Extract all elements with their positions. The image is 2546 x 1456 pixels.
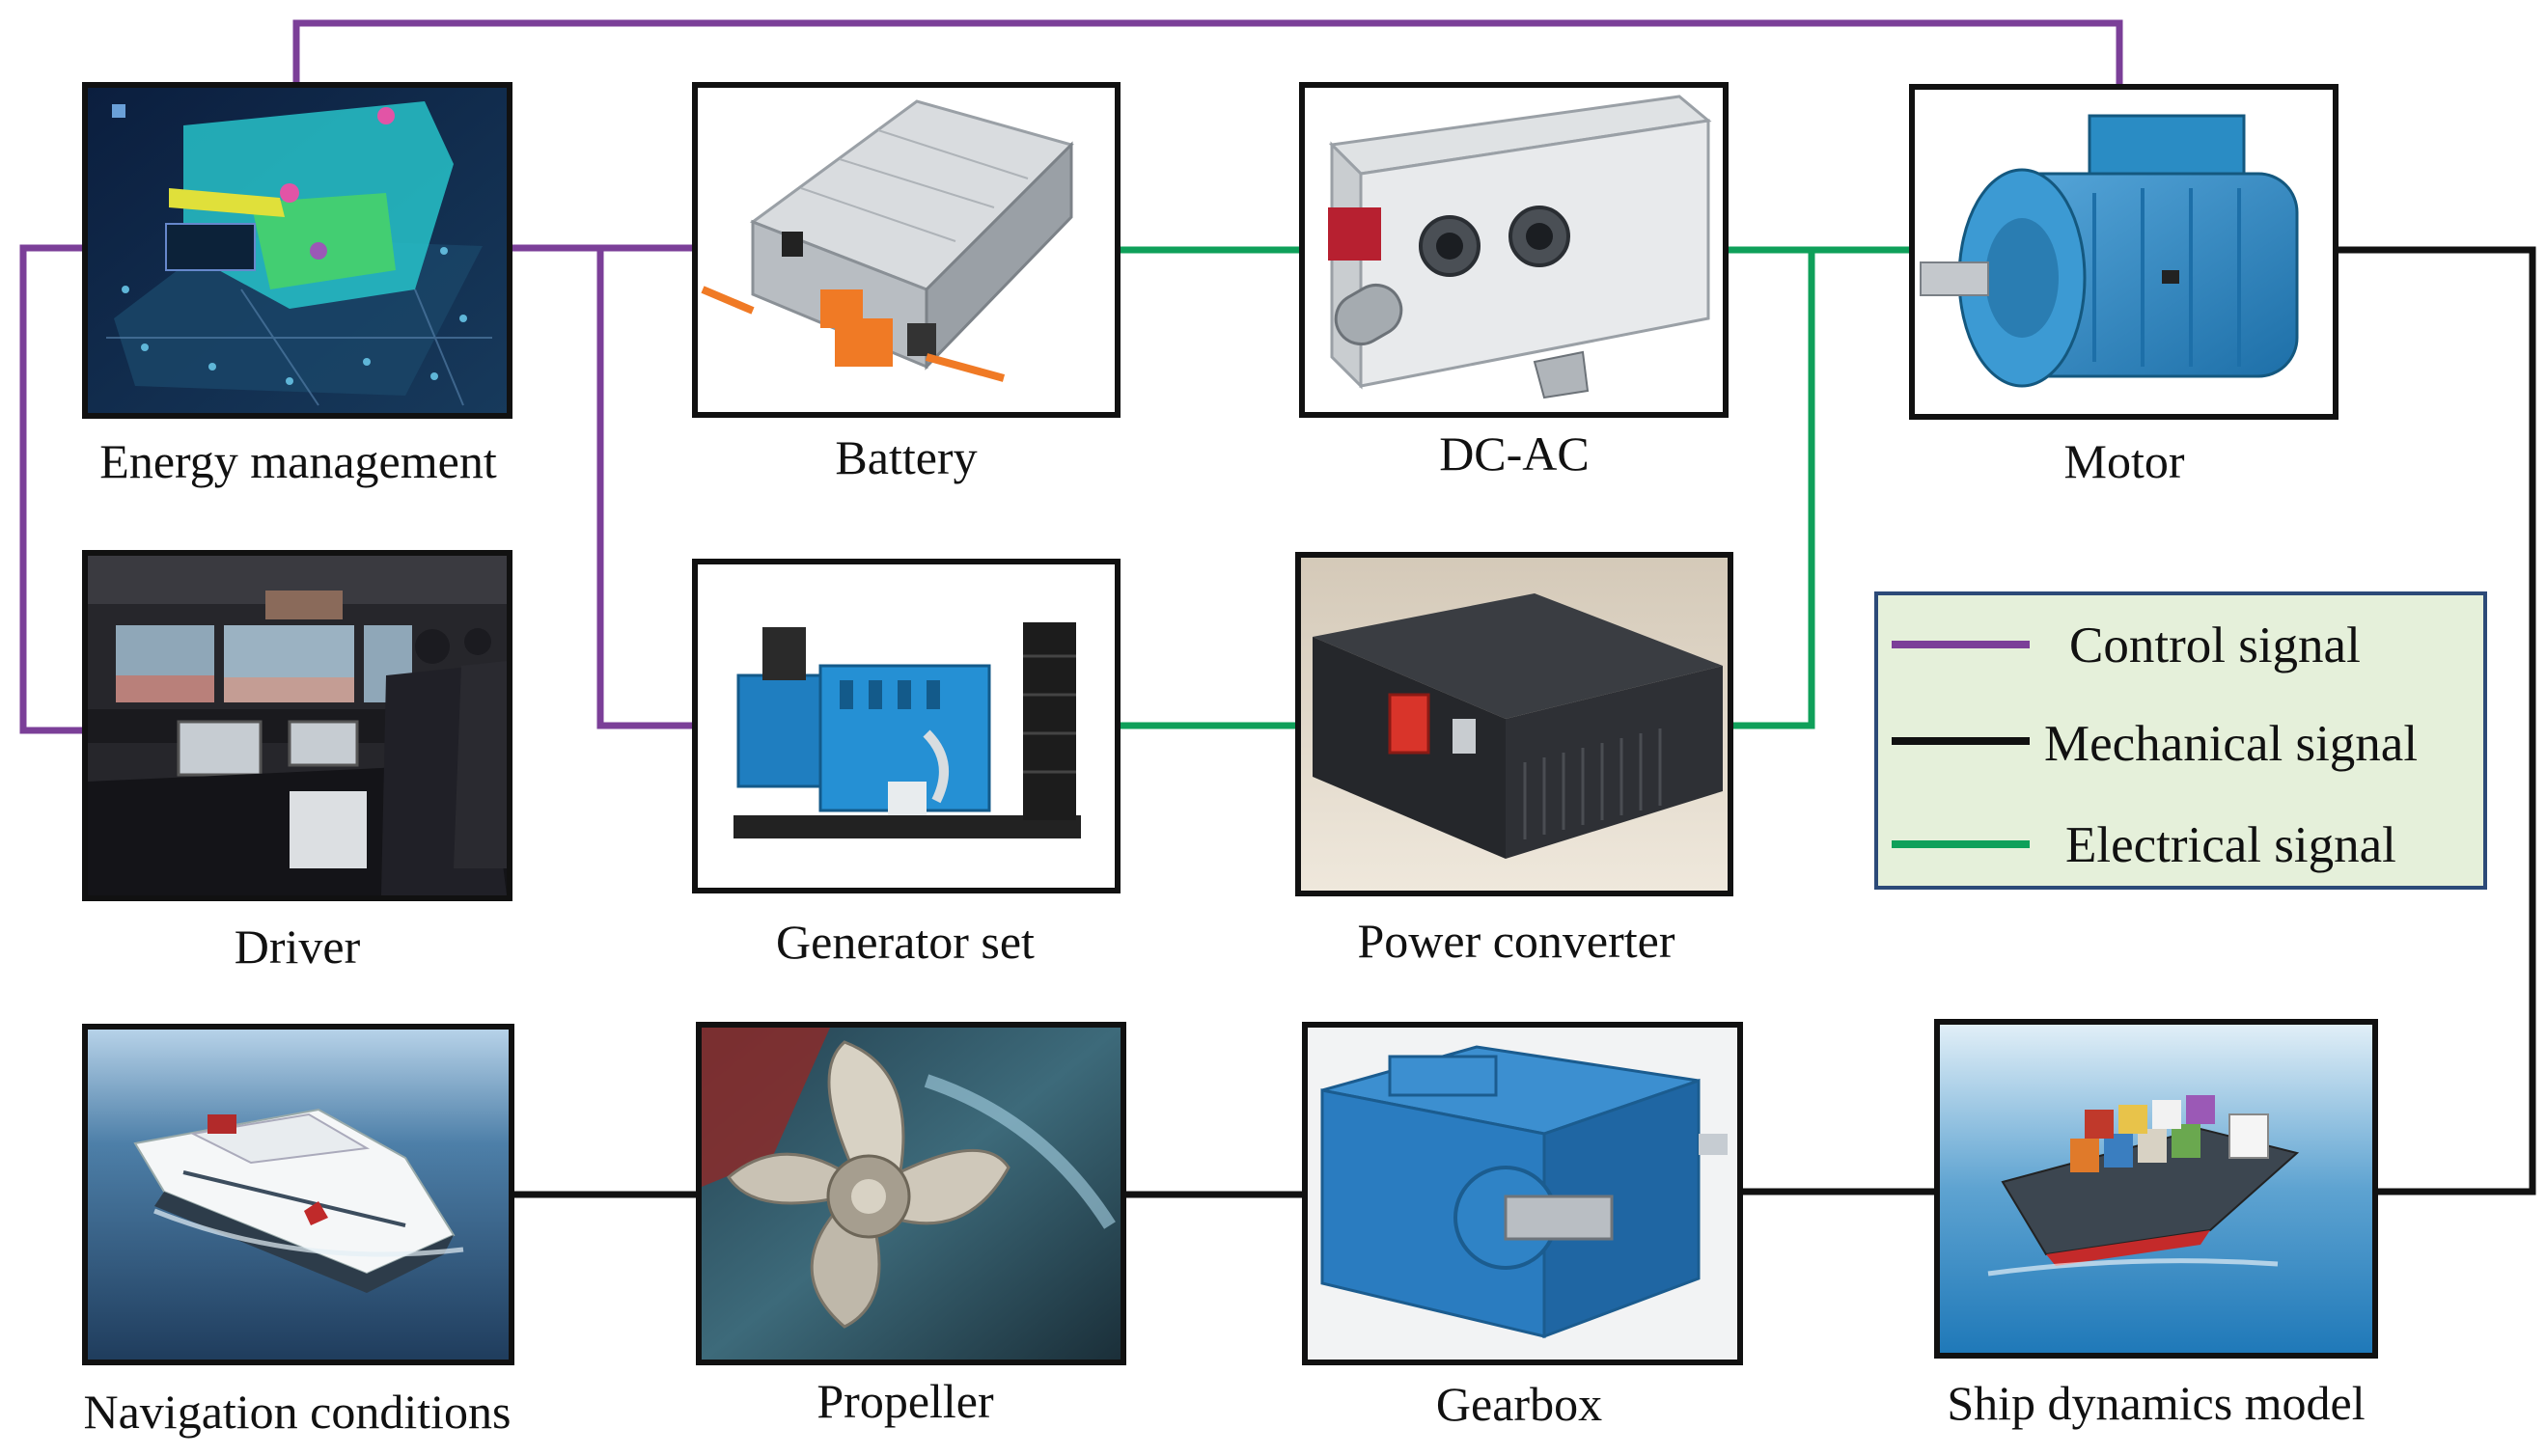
ship-propeller-icon bbox=[702, 1028, 1116, 1329]
gearbox-icon bbox=[1320, 1045, 1728, 1339]
battery-box bbox=[692, 82, 1121, 418]
power-converter-box bbox=[1295, 552, 1733, 896]
legend-electrical-label: Electrical signal bbox=[2065, 817, 2396, 873]
propeller-box bbox=[696, 1022, 1126, 1365]
legend-mechanical-label: Mechanical signal bbox=[2044, 716, 2418, 772]
dc-ac-label: DC-AC bbox=[1439, 426, 1590, 481]
ship-dynamics-model-label: Ship dynamics model bbox=[1947, 1376, 2365, 1430]
battery-pack-icon bbox=[701, 99, 1074, 382]
legend: Control signal Mechanical signal Electri… bbox=[1874, 591, 2487, 890]
energy-management-box bbox=[82, 82, 512, 419]
ferry-icon bbox=[133, 1108, 464, 1293]
gearbox-label: Gearbox bbox=[1436, 1377, 1602, 1431]
battery-label: Battery bbox=[835, 430, 977, 484]
generator-set-box bbox=[692, 559, 1121, 893]
bridge-simulator-icon bbox=[88, 556, 507, 895]
ship-dynamics-model-box bbox=[1934, 1019, 2378, 1359]
electrical-signal-lines bbox=[1118, 246, 1912, 729]
power-converter-label: Power converter bbox=[1357, 914, 1674, 968]
electric-motor-icon bbox=[1920, 114, 2299, 388]
dc-ac-box bbox=[1299, 82, 1729, 418]
dashboard-3d-icon bbox=[106, 101, 492, 406]
container-ship-icon bbox=[1987, 1095, 2300, 1277]
motor-label: Motor bbox=[2064, 434, 2185, 488]
driver-label: Driver bbox=[235, 920, 361, 974]
diesel-generator-icon bbox=[733, 622, 1081, 838]
converter-icon bbox=[1313, 593, 1723, 859]
legend-control-label: Control signal bbox=[2069, 618, 2361, 673]
navigation-conditions-label: Navigation conditions bbox=[84, 1385, 512, 1439]
navigation-conditions-box bbox=[82, 1024, 514, 1365]
mechanical-signal-lines bbox=[512, 246, 2536, 1198]
control-signal-lines bbox=[19, 19, 2123, 734]
gearbox-box bbox=[1302, 1022, 1743, 1365]
generator-set-label: Generator set bbox=[776, 915, 1035, 969]
inverter-icon bbox=[1328, 95, 1712, 399]
motor-box bbox=[1909, 84, 2338, 420]
energy-management-label: Energy management bbox=[99, 434, 497, 488]
propeller-label: Propeller bbox=[816, 1374, 994, 1428]
driver-box bbox=[82, 550, 512, 901]
